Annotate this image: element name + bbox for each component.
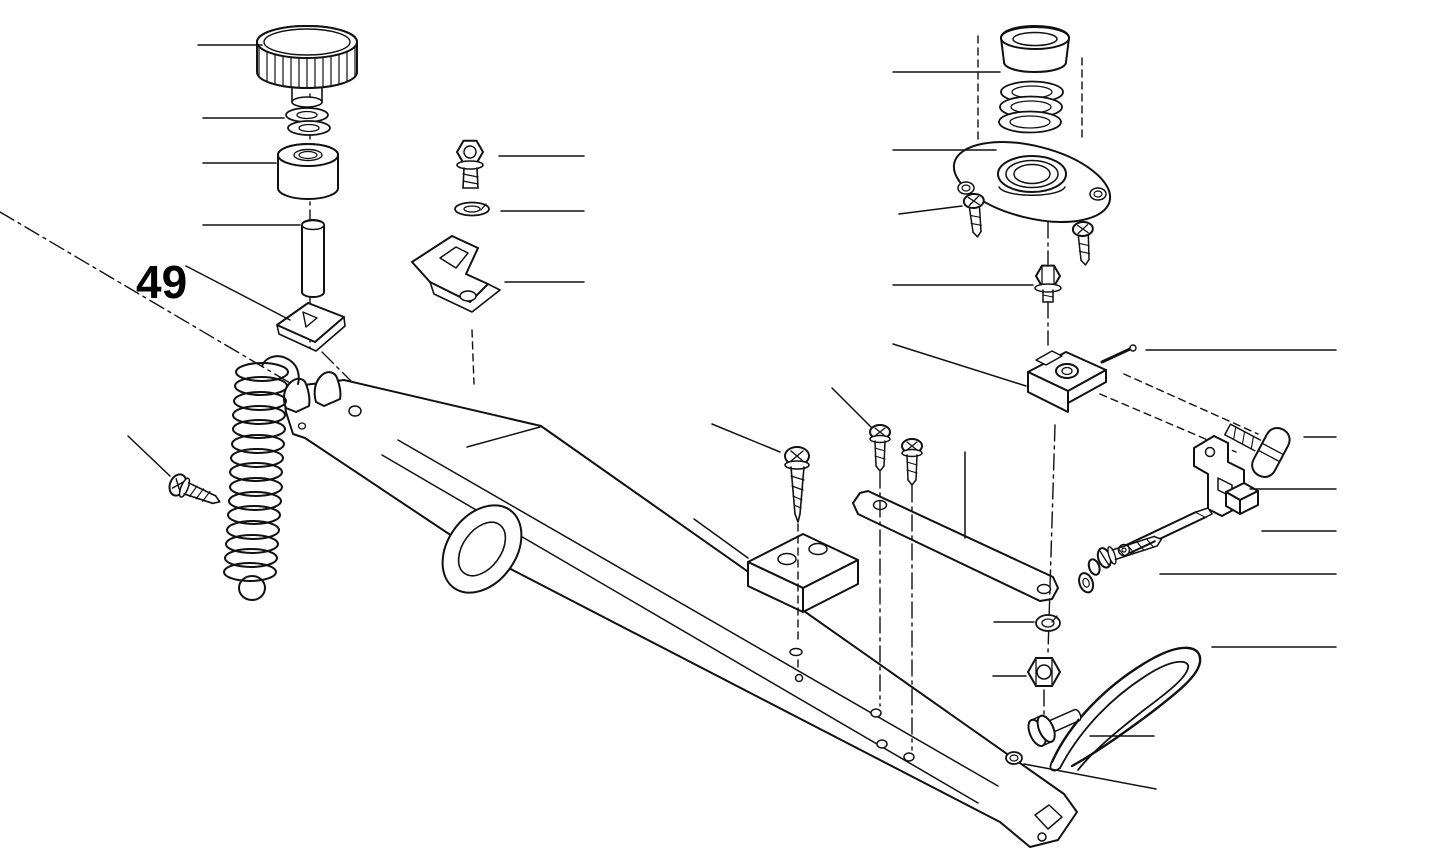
- bar-screw-left: [869, 424, 891, 472]
- hex-nut: [1027, 657, 1061, 687]
- connecting-bar: [852, 490, 1059, 602]
- retaining-ring: [1005, 751, 1023, 765]
- leader-tapping-screw: [711, 423, 781, 453]
- leader-angle-bracket: [693, 518, 749, 559]
- arm-boss: [441, 504, 523, 594]
- callout-number-49: 49: [136, 256, 187, 308]
- socket-screw: [456, 139, 484, 189]
- leader-left-screw: [127, 435, 171, 477]
- leader-retaining-ring: [1023, 763, 1157, 790]
- pivot-fork-prong: [313, 371, 342, 407]
- wire-hook-spring: [1049, 646, 1202, 772]
- hex-bolt: [1034, 264, 1062, 303]
- flange-screw-right: [1071, 220, 1094, 266]
- angle-bracket: [747, 533, 859, 613]
- c-washer: [1035, 614, 1061, 632]
- pivot-screw: [1096, 535, 1163, 569]
- leader-lines: [127, 44, 1337, 790]
- arm-hole: [794, 673, 804, 683]
- arm-hole: [870, 708, 882, 718]
- clamp-pin: [1100, 347, 1132, 364]
- guide-bracket: [411, 235, 501, 313]
- shoulder-pin: [1027, 708, 1082, 747]
- leader-49: [185, 265, 291, 321]
- leader-flange-screw: [898, 205, 963, 215]
- pivot-fork-prong: [282, 377, 311, 413]
- arm-end-notch: [1034, 804, 1063, 830]
- slide-block: [1225, 482, 1259, 515]
- spacer-washers: [1078, 558, 1101, 594]
- left-mount-screw: [168, 473, 221, 505]
- clamp-assembly: [1027, 344, 1137, 413]
- pin-spindle: [301, 219, 325, 298]
- centerlines-back: [0, 35, 1259, 453]
- leader-clamp: [892, 343, 1027, 387]
- arm-hole: [789, 647, 803, 657]
- adjusting-knob: [256, 25, 358, 108]
- flange-screw-left: [962, 192, 985, 238]
- release-lever: [1117, 507, 1213, 557]
- spring-end-loop: [238, 575, 266, 601]
- knob-washers: [285, 107, 331, 136]
- bushing: [277, 143, 339, 200]
- thumb-screw: [1224, 423, 1291, 478]
- main-arm-lever: [282, 371, 1078, 848]
- arm-hole: [903, 752, 915, 762]
- spring-washers: [998, 80, 1064, 134]
- tension-spring: [223, 355, 300, 601]
- flange-gasket: [952, 141, 1112, 223]
- leader-bar-screws: [831, 387, 872, 428]
- lock-washer: [454, 201, 490, 217]
- arm-pivot-hole: [348, 405, 362, 417]
- arm-hole: [876, 739, 888, 749]
- bar-screw-right: [901, 438, 923, 486]
- tapping-screw: [784, 446, 810, 523]
- cam-wedge: [276, 302, 346, 352]
- cap-cup: [1000, 25, 1070, 73]
